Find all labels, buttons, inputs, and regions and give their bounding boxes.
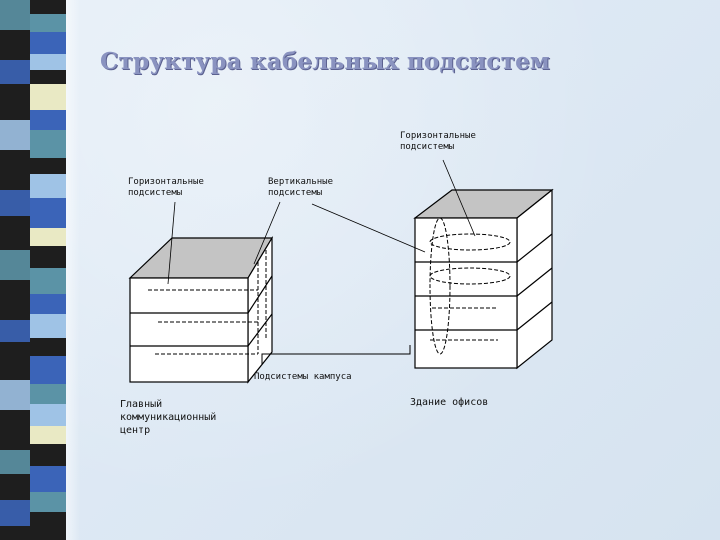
office-dashed-cabling	[429, 217, 511, 355]
office-building	[413, 188, 554, 370]
label-campus: Подсистемы кампуса	[254, 372, 352, 382]
campus-cable	[261, 345, 411, 365]
slide-title: Структура кабельных подсистем	[100, 48, 551, 75]
main-center-building	[128, 235, 274, 384]
pointer-lines	[167, 159, 476, 285]
stripe-bar-fade	[66, 0, 80, 540]
main-center-roof	[128, 237, 274, 279]
main-center-front	[129, 277, 249, 383]
floor-ring-top	[429, 233, 511, 251]
label-horizontal-top: Горизонтальные подсистемы	[400, 131, 476, 152]
office-side	[516, 188, 553, 370]
label-office-building: Здание офисов	[410, 397, 489, 408]
label-vertical: Вертикальные подсистемы	[268, 177, 334, 198]
vertical-riser-ellipse	[429, 217, 451, 355]
main-center-dashed-cabling	[148, 250, 267, 355]
label-horizontal-left: Горизонтальные подсистемы	[128, 177, 204, 198]
label-main-center: Главный коммуникационный центр	[120, 399, 217, 436]
floor-ring-middle	[429, 267, 511, 285]
decorative-stripe-bar	[0, 0, 66, 540]
